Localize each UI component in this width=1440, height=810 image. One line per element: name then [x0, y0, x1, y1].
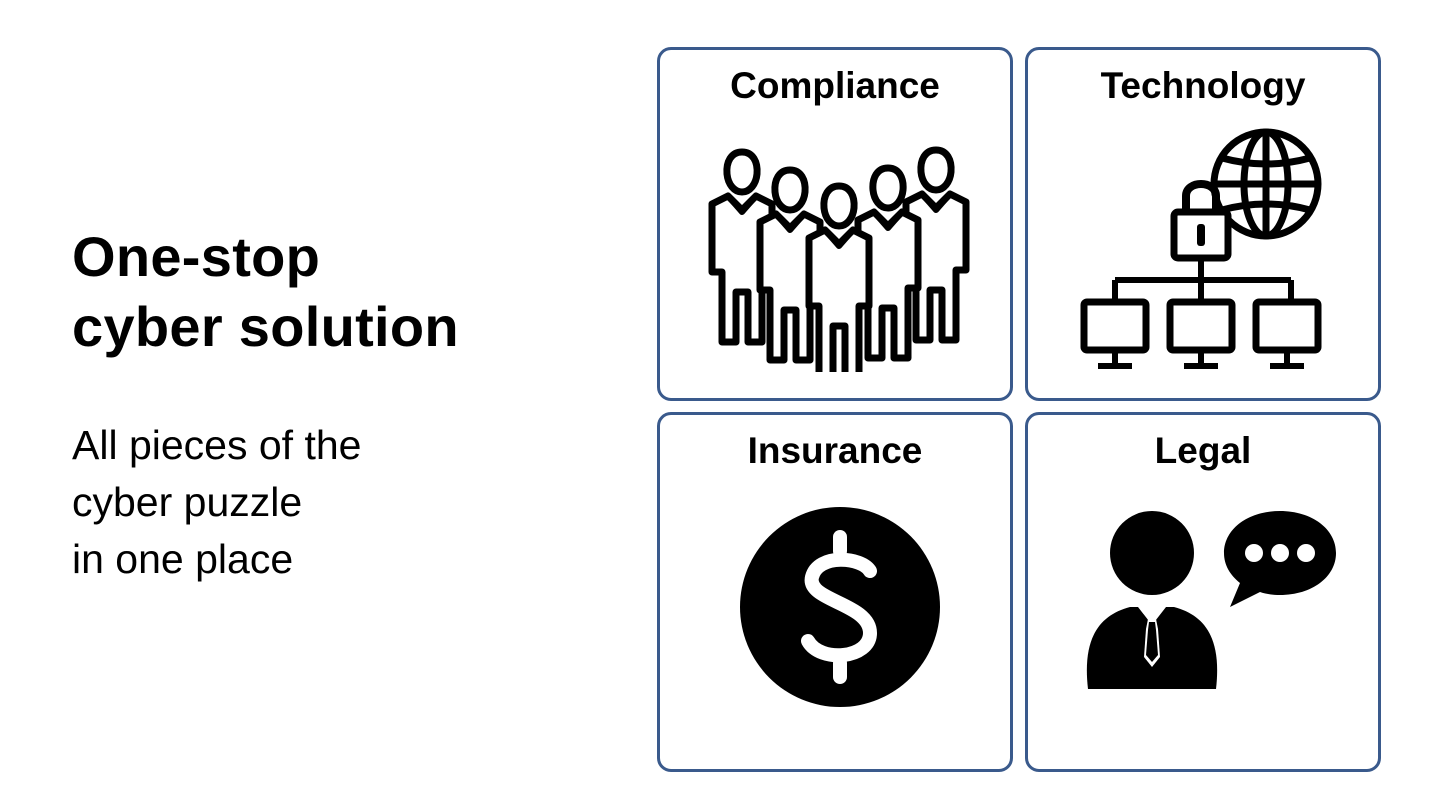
slide-subtitle-line: in one place — [72, 536, 294, 582]
slide-subtitle: All pieces of the cyber puzzle in one pl… — [72, 417, 361, 588]
tile-label: Legal — [1154, 430, 1252, 471]
people-group-icon — [704, 132, 974, 372]
tile-compliance: Compliance — [657, 47, 1013, 401]
slide-title-line: One-stop — [72, 225, 321, 288]
dollar-coin-icon — [740, 507, 940, 707]
tile-label: Insurance — [747, 430, 923, 471]
slide-subtitle-line: All pieces of the — [72, 422, 362, 468]
slide-subtitle-line: cyber puzzle — [72, 479, 303, 525]
tile-label: Technology — [1100, 65, 1306, 106]
slide-title: One-stop cyber solution — [72, 222, 459, 362]
tile-insurance: Insurance — [657, 412, 1013, 772]
tile-technology: Technology — [1025, 47, 1381, 401]
tile-legal: Legal — [1025, 412, 1381, 772]
globe-lock-network-icon — [1080, 128, 1322, 369]
person-speech-bubble-icon — [1086, 511, 1336, 689]
tile-label: Compliance — [730, 65, 940, 106]
service-tile-grid: Compliance Technology — [657, 47, 1385, 772]
slide-title-line: cyber solution — [72, 295, 459, 358]
